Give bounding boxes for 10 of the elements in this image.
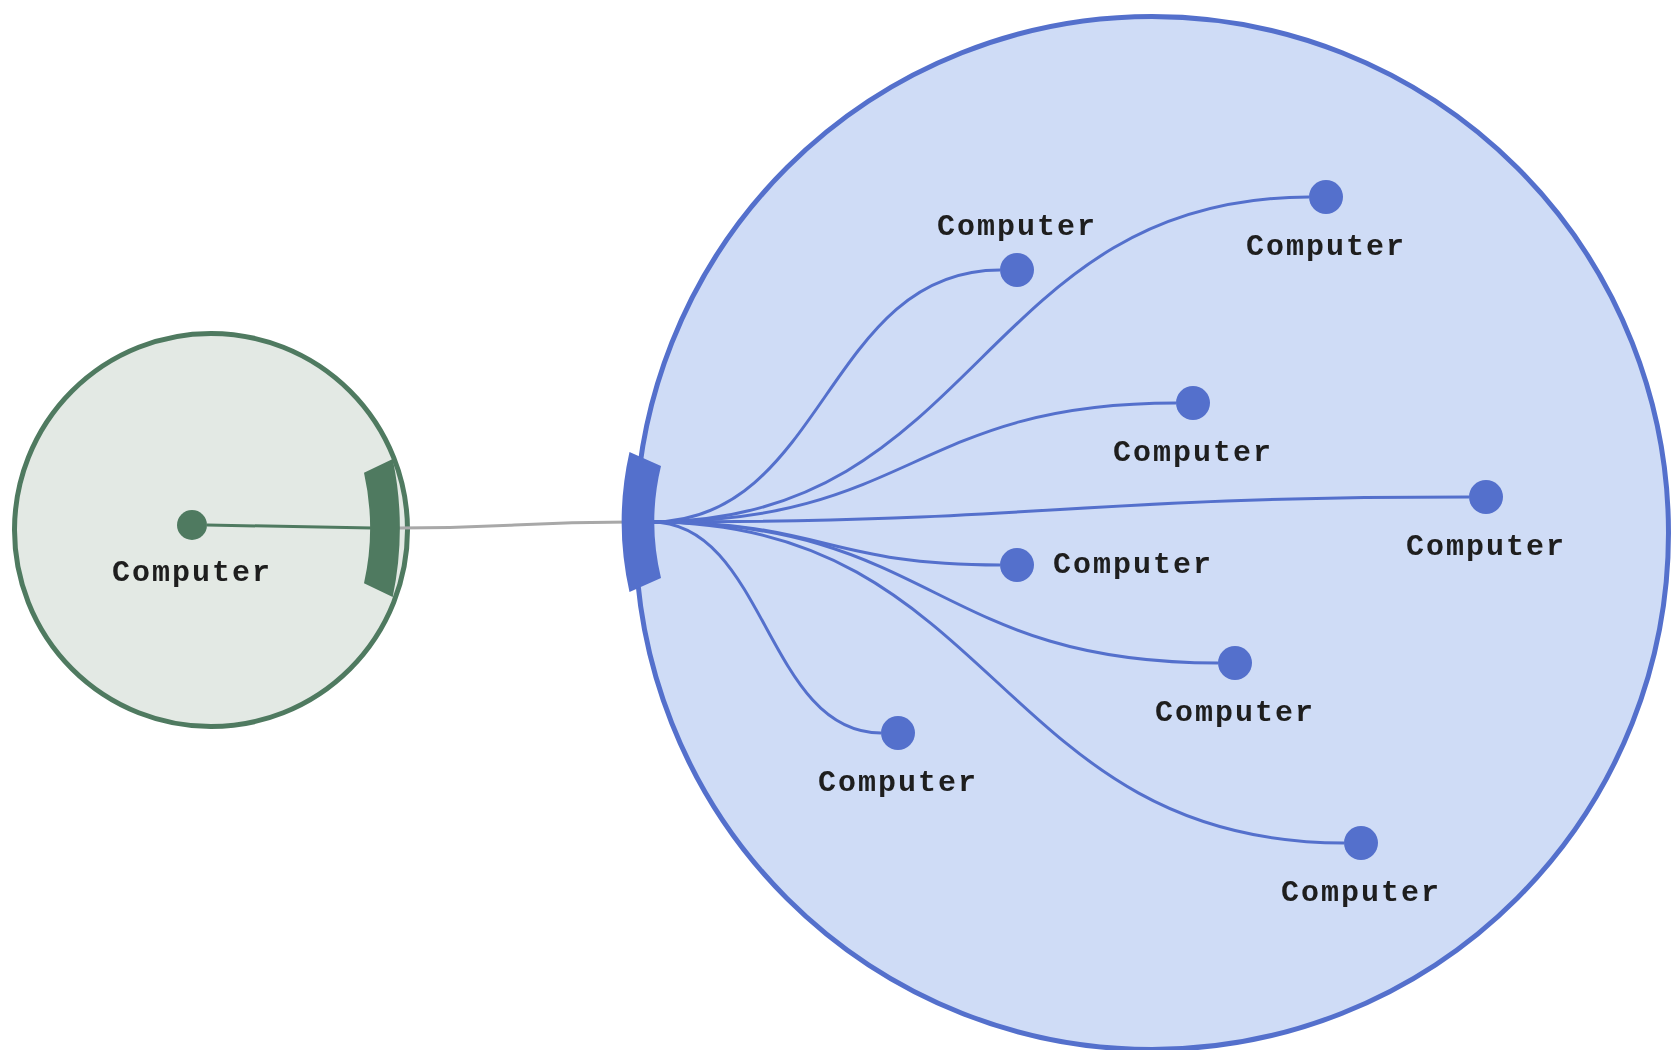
computer-label: Computer bbox=[937, 210, 1097, 244]
computer-label: Computer bbox=[1246, 230, 1406, 264]
computer-label: Computer bbox=[1113, 436, 1273, 470]
computer-label: Computer bbox=[1053, 548, 1214, 582]
computer-label: Computer bbox=[112, 556, 272, 590]
computer-label: Computer bbox=[1281, 876, 1441, 910]
computer-label: Computer bbox=[1155, 696, 1315, 730]
computer-label: Computer bbox=[1406, 530, 1566, 564]
connection-line bbox=[206, 523, 373, 530]
computer-label: Computer bbox=[818, 766, 978, 800]
